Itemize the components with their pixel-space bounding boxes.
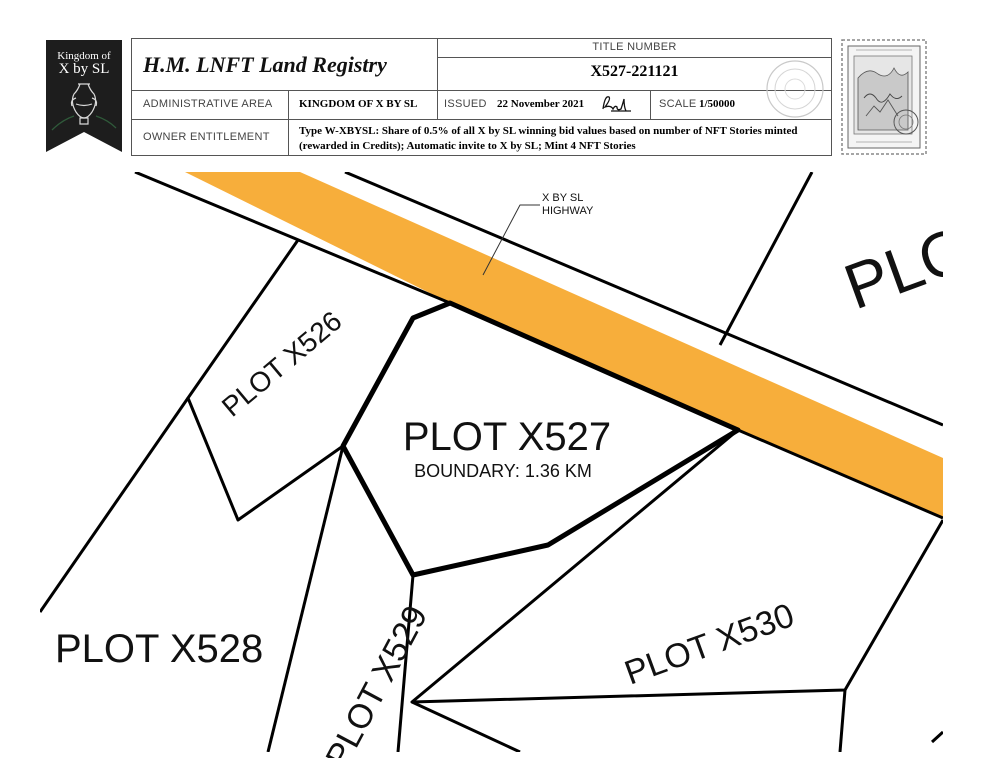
highway-band	[185, 172, 943, 518]
plot-x526-label: PLOT X526	[216, 305, 348, 422]
registry-header: H.M. LNFT Land Registry TITLE NUMBER X52…	[131, 38, 832, 156]
owner-entitlement-line-1: Type W-XBYSL: Share of 0.5% of all X by …	[299, 125, 798, 137]
urn-emblem-icon	[70, 83, 98, 125]
title-number-value: X527-221121	[590, 63, 679, 80]
badge-x-by-sl: X by SL	[58, 61, 110, 77]
registry-seal-icon	[766, 60, 824, 118]
registry-title: H.M. LNFT Land Registry	[143, 52, 387, 77]
issued-date: 22 November 2021	[497, 98, 585, 110]
highway-edge-upper	[134, 172, 451, 305]
highway-edge-lower	[737, 428, 943, 520]
plot-x528-boundary	[40, 397, 190, 613]
plot-x530-boundary-right	[838, 689, 847, 752]
plot-x530-label: PLOT X530	[620, 596, 799, 692]
badge-kingdom-of: Kingdom of	[57, 50, 111, 62]
highway-edge-top	[344, 172, 943, 427]
title-number-label: TITLE NUMBER	[592, 41, 677, 53]
owner-entitlement-label: OWNER ENTITLEMENT	[143, 131, 270, 143]
plot-x527-label: PLOT X527	[403, 415, 611, 459]
plot-x528-label: PLOT X528	[55, 627, 263, 671]
scale-label: SCALE	[659, 98, 697, 110]
kingdom-badge	[46, 40, 122, 152]
highway-label-line-1: X BY SL	[542, 192, 583, 204]
plot-x527-boundary-length: BOUNDARY: 1.36 KM	[414, 461, 592, 481]
owner-entitlement-value: Type W-XBYSL: Share of 0.5% of all X by …	[299, 124, 827, 154]
plot-map: PLOT X BY SL HIGHWAY PLOT X527 BOUNDARY:…	[40, 172, 1000, 758]
issued-label: ISSUED	[444, 98, 487, 110]
plot-edge-fragment	[930, 730, 943, 744]
postage-stamp-icon	[841, 39, 927, 155]
plot-top-right-label: PLOT	[835, 198, 1000, 323]
signature-icon	[602, 96, 631, 112]
scale-value: 1/50000	[699, 98, 736, 110]
owner-entitlement-line-2: (rewarded in Credits); Automatic invite …	[299, 140, 636, 152]
plot-x529-left-boundary	[266, 445, 345, 752]
plot-x529-label: PLOT X529	[319, 600, 436, 758]
plot-x529-right-boundary	[396, 574, 415, 752]
highway-label-line-2: HIGHWAY	[542, 205, 594, 217]
administrative-area-label: ADMINISTRATIVE AREA	[143, 98, 273, 110]
plot-x526-boundary	[186, 239, 344, 522]
plot-top-right-boundary	[718, 172, 814, 346]
administrative-area-value: KINGDOM OF X BY SL	[299, 98, 418, 110]
highway-leader-line	[482, 204, 540, 276]
